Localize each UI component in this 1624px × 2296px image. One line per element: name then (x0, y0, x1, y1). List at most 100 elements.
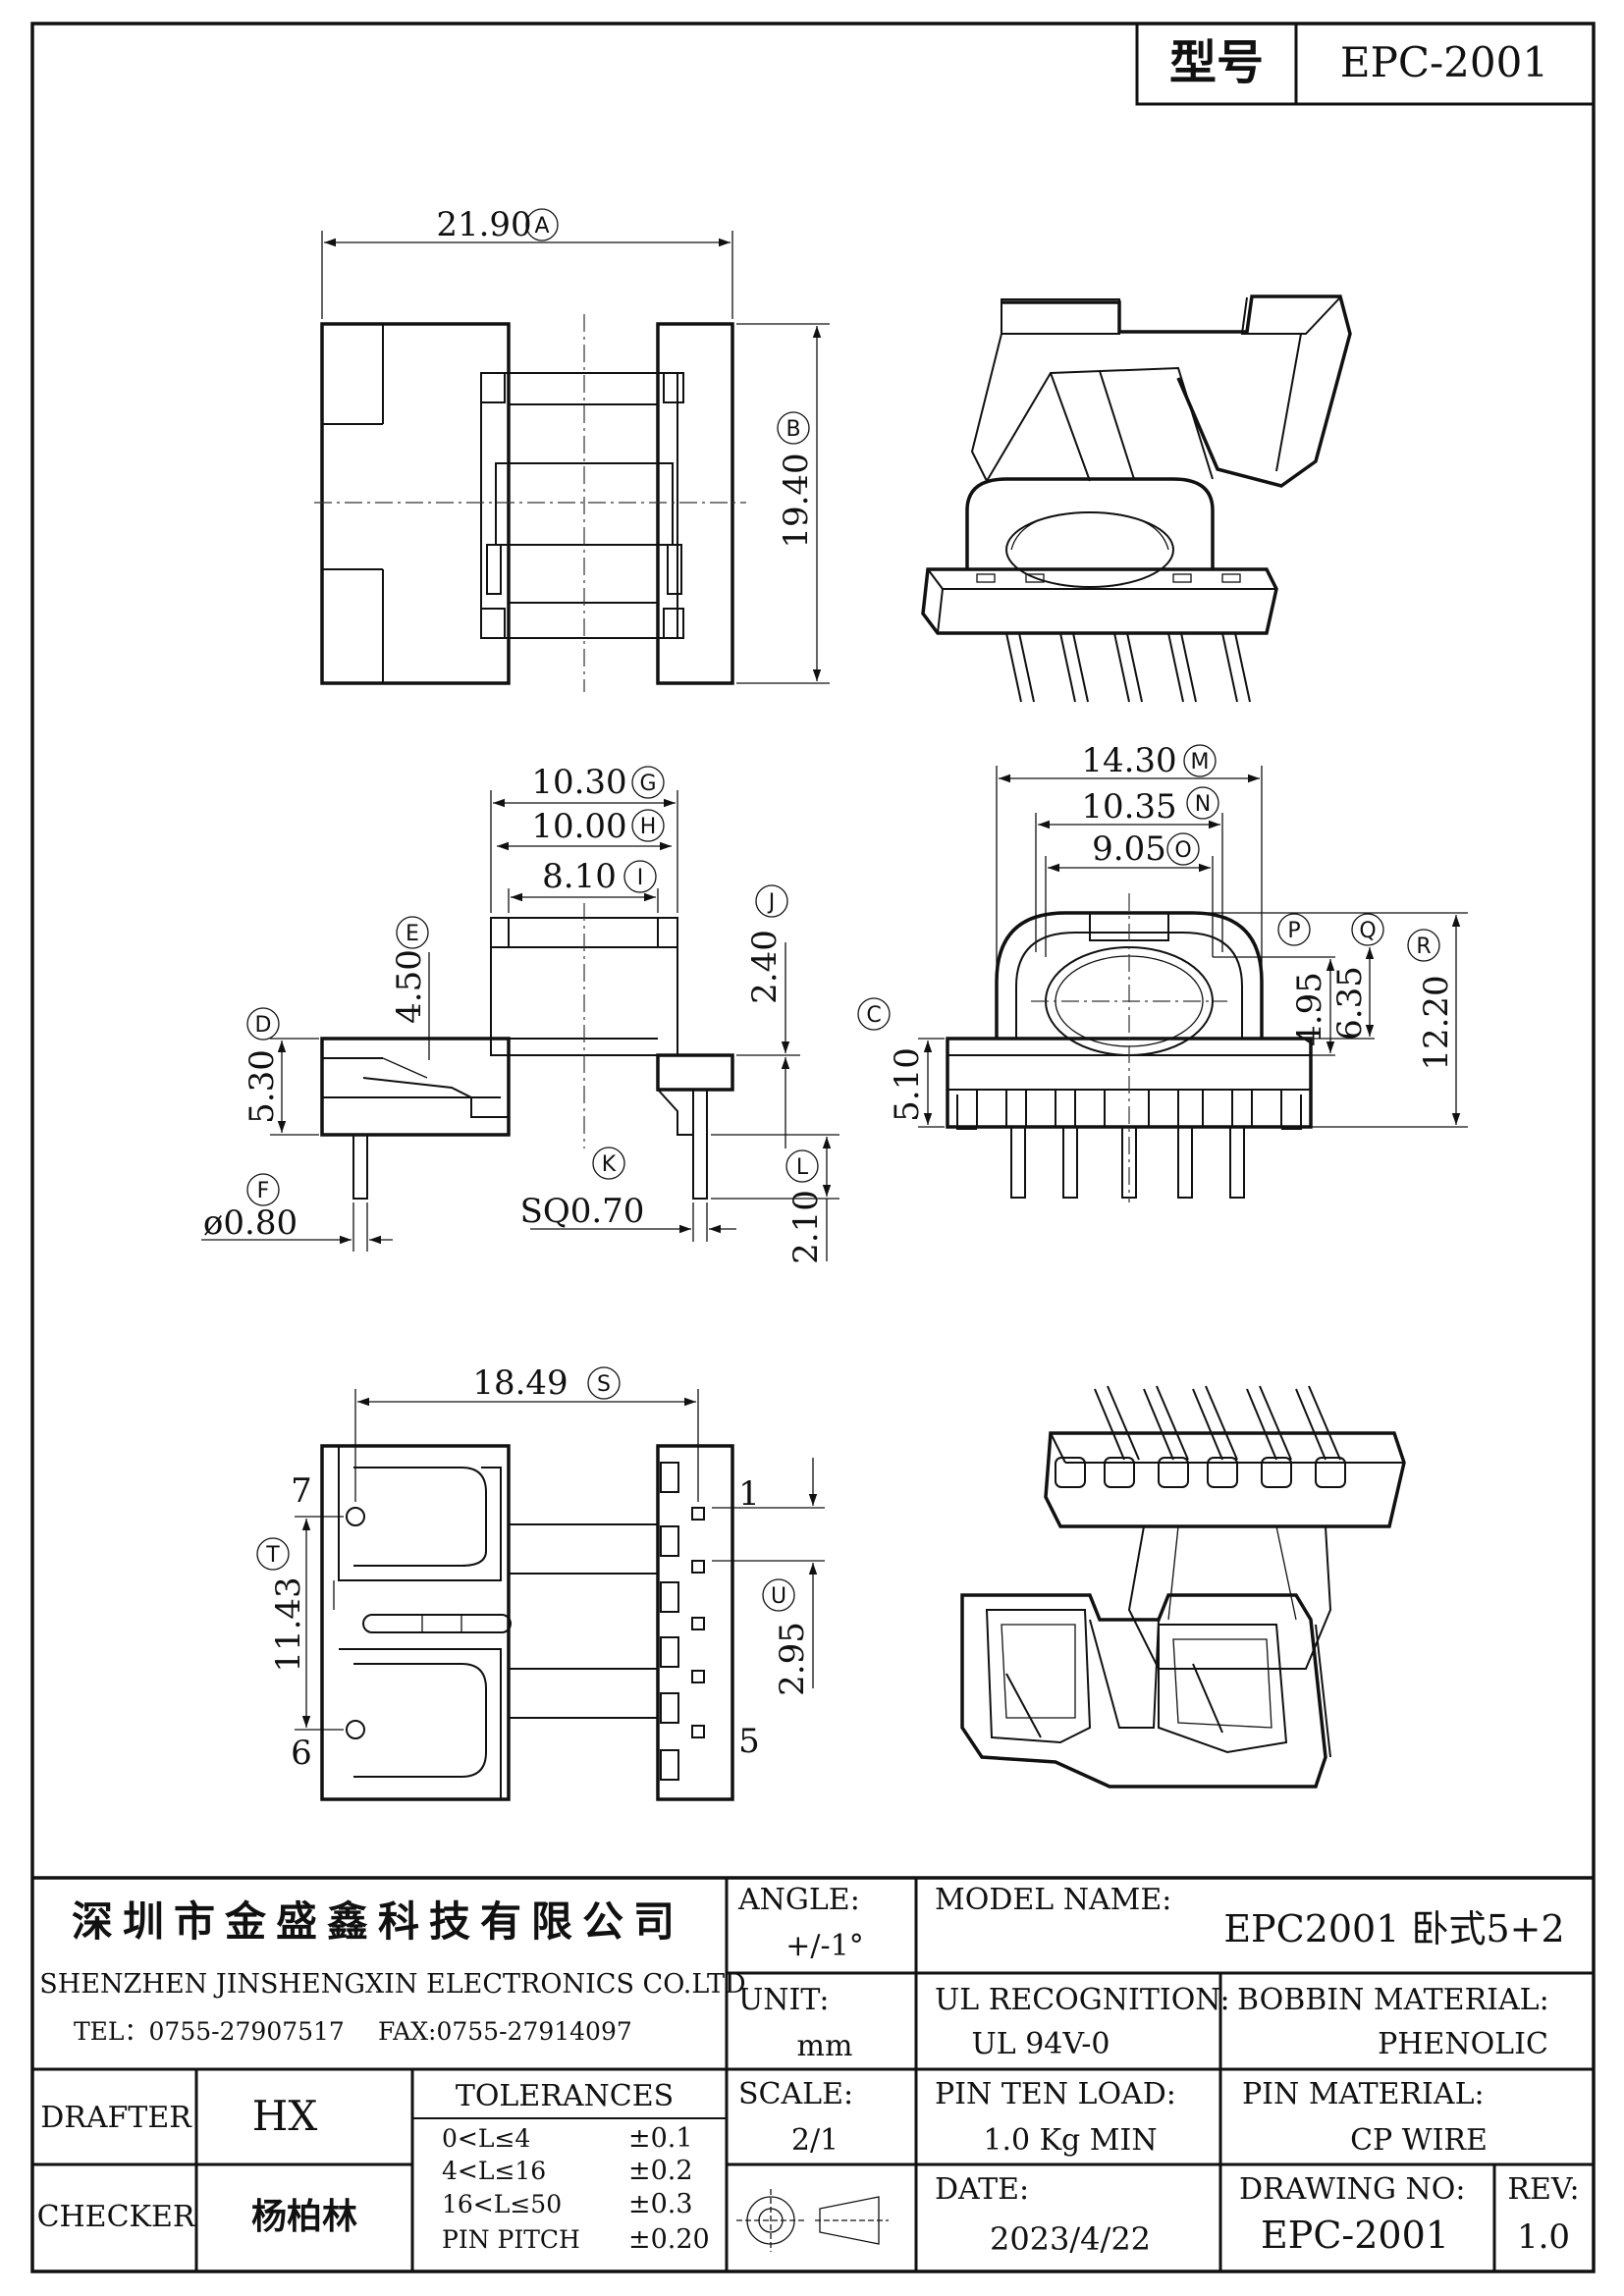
tolerance-range-4: PIN PITCH (442, 2225, 580, 2254)
svg-text:L: L (796, 1155, 809, 1180)
pin-material-label: PIN MATERIAL: (1242, 2077, 1485, 2111)
dim-t-value: 11.43 (269, 1576, 308, 1672)
angle-label: ANGLE: (737, 1883, 860, 1917)
dim-d-letter: D (246, 1007, 280, 1041)
svg-text:M: M (1191, 750, 1210, 774)
dim-f-value: ø0.80 (203, 1203, 298, 1243)
dim-f-letter: F (246, 1173, 280, 1206)
header-type-label: 型号 (1169, 35, 1264, 90)
bottom-view: 18.49 S 11.43 T 2.95 U 7 6 1 5 (256, 1363, 825, 1801)
tolerances-title: TOLERANCES (456, 2079, 674, 2113)
dim-g-letter: G (631, 766, 665, 799)
svg-text:G: G (639, 772, 656, 796)
svg-text:U: U (771, 1584, 786, 1609)
pin-number-5: 5 (738, 1722, 760, 1761)
dim-q-value: 6.35 (1330, 966, 1370, 1041)
pin-number-1: 1 (738, 1474, 760, 1514)
dim-a-value: 21.90 (436, 205, 531, 244)
dim-j-value: 2.40 (745, 930, 785, 1004)
dim-o-letter: O (1166, 832, 1200, 866)
dim-o-value: 9.05 (1092, 829, 1166, 869)
dim-n-letter: N (1186, 786, 1219, 820)
dim-n-value: 10.35 (1081, 787, 1176, 827)
company-name-cn: 深圳市金盛鑫科技有限公司 (72, 1897, 684, 1946)
svg-text:B: B (785, 417, 800, 442)
dim-a-letter: A (525, 208, 559, 241)
dim-k-letter: K (592, 1147, 625, 1180)
svg-text:K: K (602, 1152, 617, 1177)
dim-b-letter: B (777, 411, 810, 445)
dim-t-letter: T (256, 1537, 290, 1571)
svg-text:T: T (265, 1543, 280, 1568)
dim-l-value: 2.10 (786, 1190, 826, 1264)
tolerance-value-4: ±0.20 (628, 2224, 710, 2255)
header-model-code: EPC-2001 (1340, 38, 1548, 86)
tolerance-value-3: ±0.3 (628, 2189, 693, 2219)
svg-text:N: N (1195, 792, 1211, 817)
projection-symbol (736, 2189, 889, 2252)
unit-value: mm (797, 2029, 853, 2063)
dim-e-value: 4.50 (390, 949, 429, 1024)
bobbin-material-value: PHENOLIC (1378, 2027, 1548, 2061)
company-name-en: SHENZHEN JINSHENGXIN ELECTRONICS CO.LTD (39, 1969, 745, 2000)
dim-r-letter: R (1407, 929, 1440, 962)
company-tel: TEL：0755-27907517 (74, 2017, 345, 2046)
bobbin-material-label: BOBBIN MATERIAL: (1237, 1983, 1549, 2017)
pin-material-value: CP WIRE (1350, 2123, 1488, 2158)
dim-i-letter: I (623, 860, 657, 893)
checker-value: 杨柏林 (251, 2197, 357, 2237)
svg-text:H: H (640, 815, 657, 839)
tolerance-range-3: 16<L≤50 (442, 2190, 562, 2218)
drafter-label: DRAFTER (40, 2101, 192, 2135)
svg-text:I: I (637, 866, 644, 890)
dim-i-value: 8.10 (542, 857, 617, 896)
dim-b-value: 19.40 (777, 453, 816, 548)
tolerance-range-2: 4<L≤16 (442, 2157, 546, 2185)
scale-value: 2/1 (791, 2123, 839, 2158)
pin-number-7: 7 (291, 1471, 312, 1511)
dim-c-letter: C (857, 997, 891, 1031)
header-model-box: 型号 EPC-2001 (1135, 22, 1596, 106)
dim-m-letter: M (1183, 744, 1217, 777)
svg-text:P: P (1287, 919, 1300, 943)
dim-g-value: 10.30 (531, 763, 626, 802)
dim-m-value: 14.30 (1081, 741, 1176, 780)
tolerance-value-1: ±0.1 (628, 2123, 693, 2154)
unit-label: UNIT: (738, 1983, 829, 2017)
model-name-value: EPC2001 卧式5+2 (1223, 1907, 1564, 1950)
top-view: 21.90 A 19.40 B (314, 205, 830, 692)
dim-k-value: SQ0.70 (520, 1192, 645, 1231)
dim-l-letter: L (785, 1149, 819, 1183)
side-view: 10.30 G 10.00 H 8.10 I 2.40 J 4.50 E 5.3… (201, 763, 839, 1264)
drafter-value: HX (252, 2092, 318, 2140)
svg-text:Q: Q (1359, 919, 1376, 943)
pin-ten-load-label: PIN TEN LOAD: (935, 2077, 1176, 2111)
model-name-label: MODEL NAME: (935, 1883, 1171, 1917)
scale-label: SCALE: (738, 2077, 853, 2111)
pin-ten-load-value: 1.0 Kg MIN (983, 2123, 1157, 2158)
dim-e-letter: E (396, 916, 429, 949)
tolerance-value-2: ±0.2 (628, 2156, 693, 2186)
date-label: DATE: (935, 2172, 1029, 2207)
checker-label: CHECKER (37, 2200, 196, 2234)
dim-u-letter: U (762, 1578, 795, 1612)
dim-h-letter: H (631, 809, 665, 842)
svg-text:A: A (534, 214, 549, 239)
dim-p-letter: P (1277, 913, 1311, 946)
svg-text:C: C (866, 1003, 881, 1028)
title-block: 深圳市金盛鑫科技有限公司 SHENZHEN JINSHENGXIN ELECTR… (32, 1876, 1594, 2271)
company-fax: FAX:0755-27914097 (378, 2017, 632, 2046)
iso-view-top (921, 294, 1352, 703)
dim-h-value: 10.00 (531, 807, 626, 846)
dim-r-value: 12.20 (1417, 975, 1456, 1070)
dim-q-letter: Q (1351, 913, 1384, 946)
svg-text:E: E (406, 922, 419, 946)
sheet-border (30, 22, 1596, 2273)
svg-text:D: D (255, 1013, 272, 1038)
dim-j-letter: J (755, 884, 788, 918)
dim-c-value: 5.10 (888, 1047, 927, 1122)
tolerance-range-1: 0<L≤4 (442, 2124, 530, 2153)
date-value: 2023/4/22 (990, 2220, 1151, 2258)
svg-text:O: O (1174, 838, 1191, 863)
ul-recognition-value: UL 94V-0 (971, 2027, 1110, 2061)
